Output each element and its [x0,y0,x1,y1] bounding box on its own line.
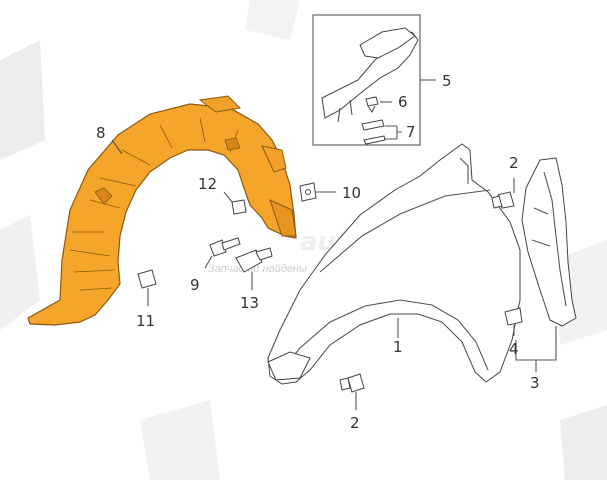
callout-4: 4 [509,340,519,358]
callout-13: 13 [240,294,259,312]
leader-9 [204,255,213,269]
callout-6: 6 [398,93,408,111]
callout-5: 5 [442,72,452,90]
leader-12 [223,191,233,203]
callout-1: 1 [393,338,403,356]
callout-7: 7 [406,123,416,141]
clip-icon [365,96,379,113]
liner-icon [27,95,297,326]
grommet-icon [235,247,273,273]
callout-10: 10 [342,184,361,202]
leader-7 [385,125,402,140]
bracket-icon [321,27,419,123]
callout-12: 12 [198,175,217,193]
nut-icon [299,182,317,202]
leader-3a [515,326,557,361]
clip-4-icon [504,307,523,326]
side-bracket-icon [521,157,577,327]
bolt-9-icon [209,237,241,257]
clip-11-icon [137,269,157,289]
pad-icon [361,119,386,145]
callout-8: 8 [96,124,106,142]
watermark-caption: Запчасти найдены [208,263,307,275]
callout-11: 11 [136,312,155,330]
callout-3: 3 [530,374,540,392]
clip-12-icon [231,199,247,215]
callout-2-lower: 2 [350,414,360,432]
callout-2-upper: 2 [509,154,519,172]
callout-9: 9 [190,276,200,294]
bolt-icon [491,191,515,209]
bolt-2-icon [339,373,365,393]
leader-8 [111,139,123,155]
